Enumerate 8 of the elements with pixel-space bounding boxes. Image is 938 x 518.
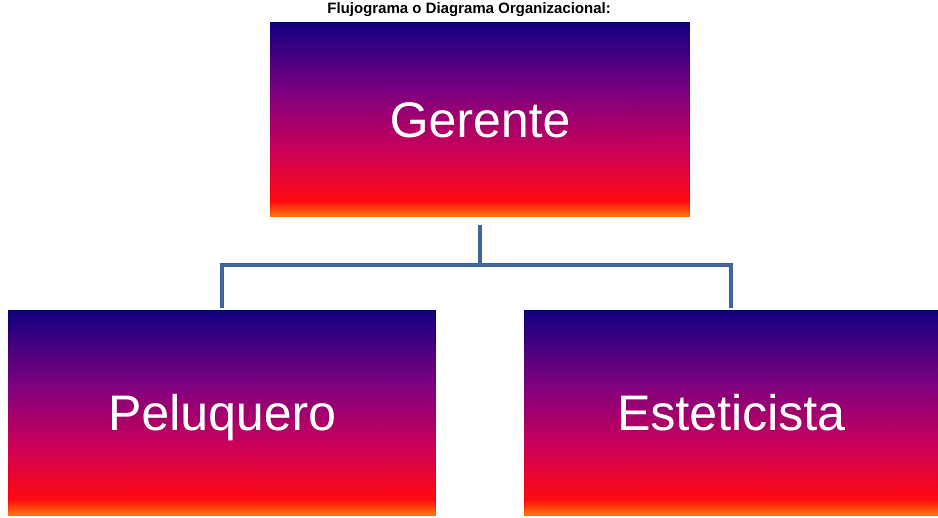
diagram-title: Flujograma o Diagrama Organizacional:	[326, 0, 612, 18]
org-box	[524, 310, 938, 516]
org-box	[270, 22, 690, 217]
org-box	[8, 310, 436, 516]
box-label: Esteticista	[617, 384, 845, 442]
box-label: Gerente	[390, 90, 570, 148]
box-label: Peluquero	[108, 384, 336, 442]
connector-line	[478, 225, 733, 308]
